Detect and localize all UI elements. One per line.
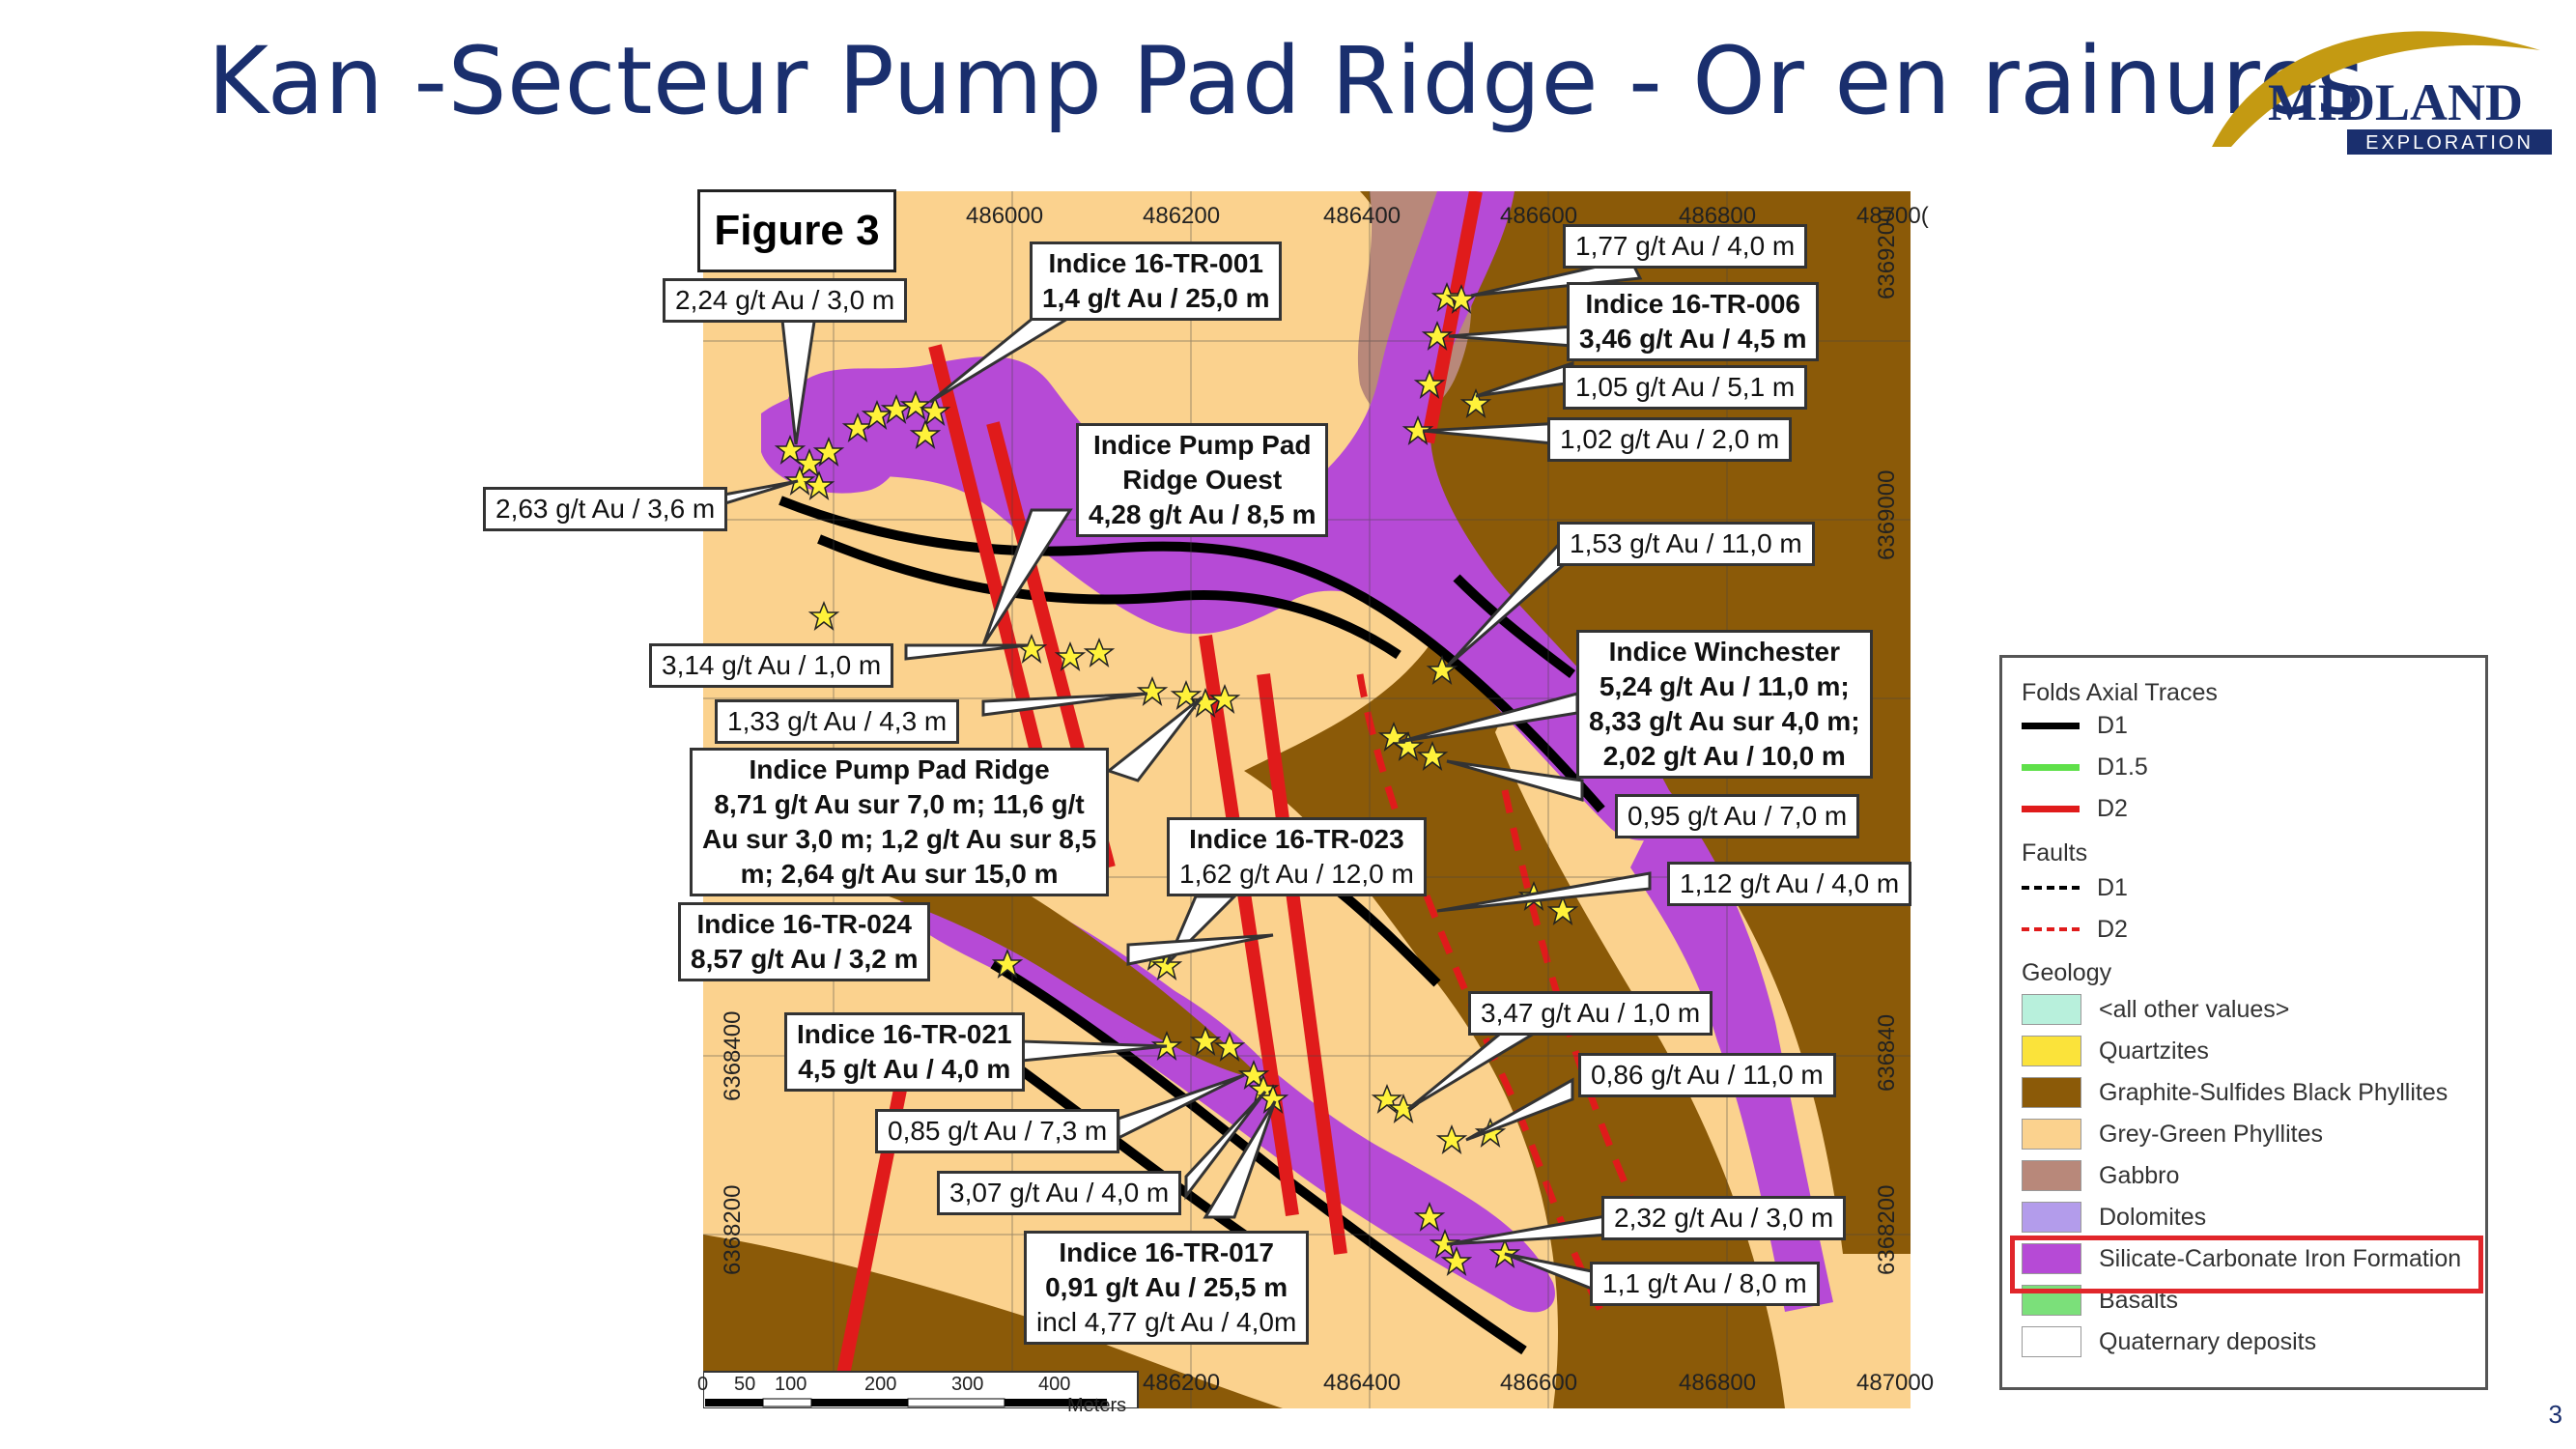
scale-tick-50: 50 bbox=[734, 1374, 756, 1395]
legend-geo-black-phyllites: Graphite-Sulfides Black Phyllites bbox=[2022, 1075, 2448, 1110]
x-tick-top-2: 486200 bbox=[1143, 203, 1221, 229]
x-tick-top-3: 486400 bbox=[1323, 203, 1401, 229]
callout-c22: 3,07 g/t Au / 4,0 m bbox=[937, 1171, 1182, 1215]
scale-tick-100: 100 bbox=[775, 1374, 807, 1395]
page-title: Kan -Secteur Pump Pad Ridge - Or en rain… bbox=[208, 27, 2365, 135]
legend-geo-quartzites: Quartzites bbox=[2022, 1034, 2209, 1068]
x-tick-top-6: 48700( bbox=[1856, 203, 1929, 229]
callout-c25: 1,1 g/t Au / 8,0 m bbox=[1590, 1262, 1820, 1306]
legend-geo-iron-formation: Silicate-Carbonate Iron Formation bbox=[2022, 1241, 2461, 1276]
legend-geo-gabbro: Gabbro bbox=[2022, 1158, 2179, 1193]
callout-c10: 3,14 g/t Au / 1,0 m bbox=[649, 643, 894, 688]
legend-fault-d2: D2 bbox=[2022, 912, 2128, 947]
scale-tick-200: 200 bbox=[864, 1374, 897, 1395]
legend-geo-grey-green-phyllites: Grey-Green Phyllites bbox=[2022, 1117, 2323, 1151]
legend-folds-title: Folds Axial Traces bbox=[2022, 679, 2218, 706]
legend-fault-d1: D1 bbox=[2022, 870, 2128, 905]
y-tick-right-3: 636840 bbox=[1874, 1013, 1900, 1092]
scale-tick-400: 400 bbox=[1038, 1374, 1071, 1395]
x-tick-bottom-3: 486600 bbox=[1500, 1370, 1578, 1396]
y-tick-left-2: 6368200 bbox=[720, 1184, 746, 1275]
map-legend: Folds Axial Traces D1 D1.5 D2 Faults D1 … bbox=[1999, 655, 2488, 1390]
callout-c8: 2,63 g/t Au / 3,6 m bbox=[483, 487, 728, 531]
callout-c9: 1,53 g/t Au / 11,0 m bbox=[1557, 522, 1815, 566]
legend-geology-title: Geology bbox=[2022, 959, 2112, 986]
y-tick-left-1: 6368400 bbox=[720, 1010, 746, 1101]
callout-c1: 2,24 g/t Au / 3,0 m bbox=[663, 278, 908, 323]
legend-geo-quaternary: Quaternary deposits bbox=[2022, 1324, 2316, 1359]
scale-tick-0: 0 bbox=[697, 1374, 709, 1395]
y-tick-right-2: 6369000 bbox=[1874, 469, 1900, 560]
legend-geo-other: <all other values> bbox=[2022, 992, 2289, 1027]
callout-c16: 1,12 g/t Au / 4,0 m bbox=[1667, 862, 1912, 906]
page-number: 3 bbox=[2548, 1400, 2562, 1429]
callout-c6: 1,02 g/t Au / 2,0 m bbox=[1547, 417, 1793, 462]
callout-c21: 0,85 g/t Au / 7,3 m bbox=[875, 1109, 1120, 1153]
callout-c18: 3,47 g/t Au / 1,0 m bbox=[1468, 991, 1713, 1036]
y-tick-right-4: 6368200 bbox=[1874, 1184, 1900, 1275]
callout-c3: 1,77 g/t Au / 4,0 m bbox=[1563, 224, 1808, 269]
figure-label: Figure 3 bbox=[697, 189, 896, 272]
callout-c23: 2,32 g/t Au / 3,0 m bbox=[1601, 1196, 1847, 1240]
midland-logo: MIDLAND EXPLORATION bbox=[2193, 12, 2569, 156]
scale-tick-300: 300 bbox=[951, 1374, 984, 1395]
legend-geo-dolomites: Dolomites bbox=[2022, 1200, 2206, 1235]
x-tick-bottom-4: 486800 bbox=[1679, 1370, 1757, 1396]
x-tick-bottom-5: 487000 bbox=[1856, 1370, 1935, 1396]
callout-c5: 1,05 g/t Au / 5,1 m bbox=[1563, 365, 1808, 410]
callout-c12: 1,33 g/t Au / 4,3 m bbox=[715, 699, 960, 744]
x-tick-bottom-2: 486400 bbox=[1323, 1370, 1401, 1396]
y-tick-right-1: 6369200 bbox=[1874, 209, 1900, 299]
legend-fold-d1: D1 bbox=[2022, 708, 2128, 743]
callout-c14: 0,95 g/t Au / 7,0 m bbox=[1615, 794, 1860, 838]
logo-name: MIDLAND bbox=[2268, 73, 2523, 131]
x-tick-bottom-1: 486200 bbox=[1143, 1370, 1221, 1396]
legend-highlight-box bbox=[2010, 1236, 2483, 1293]
x-tick-top-1: 486000 bbox=[966, 203, 1044, 229]
legend-fold-d15: D1.5 bbox=[2022, 750, 2148, 784]
logo-sub: EXPLORATION bbox=[2365, 132, 2534, 154]
scale-unit: Meters bbox=[1067, 1395, 1127, 1416]
callout-c20: 0,86 g/t Au / 11,0 m bbox=[1578, 1053, 1836, 1097]
legend-faults-title: Faults bbox=[2022, 839, 2088, 867]
legend-fold-d2: D2 bbox=[2022, 791, 2128, 826]
